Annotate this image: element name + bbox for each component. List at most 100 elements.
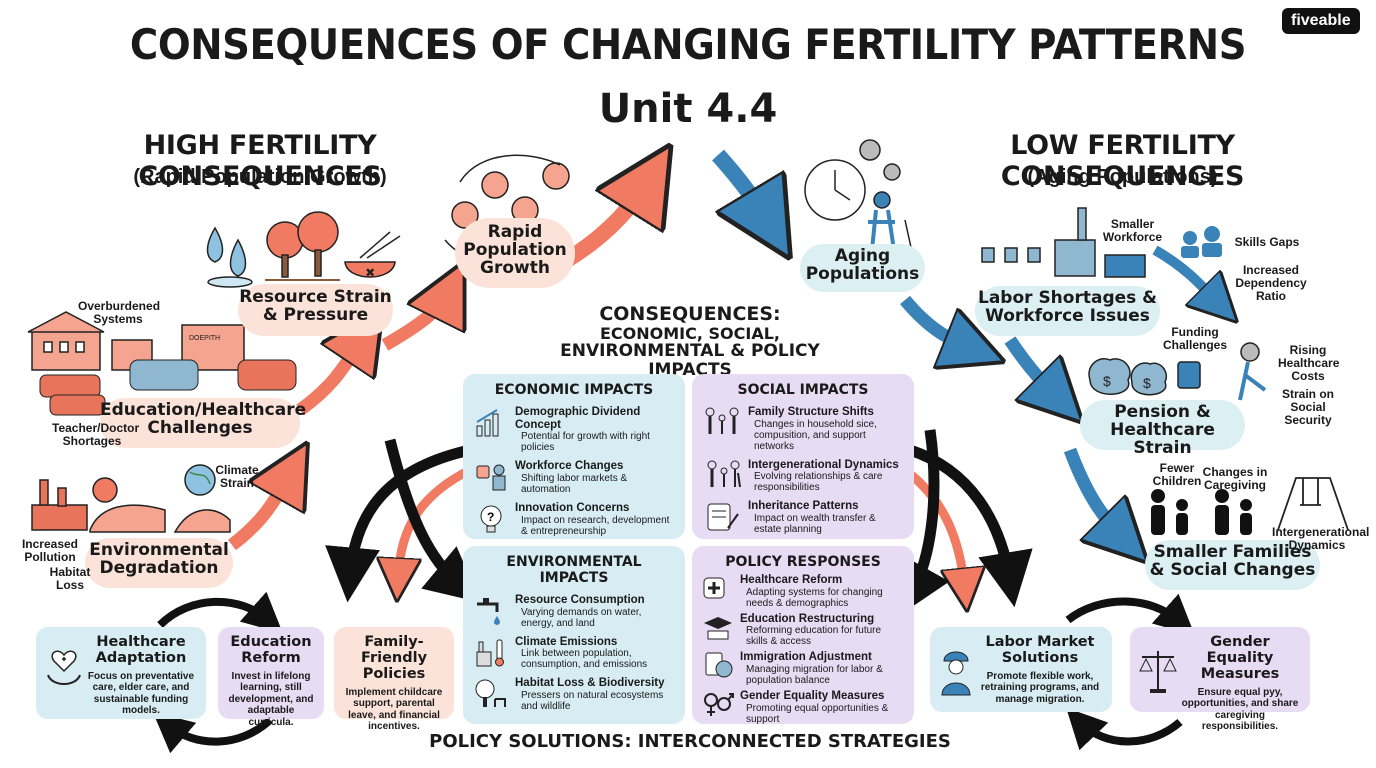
svg-text:?: ? (487, 510, 494, 524)
labor-card-title: Labor Market Solutions (985, 634, 1095, 666)
skills-gaps-label: Skills Gaps (1234, 235, 1300, 249)
center-heading-line2: ECONOMIC, SOCIAL, (599, 323, 780, 343)
environmental-item-desc: Pressers on natural ecosystems and wildl… (521, 689, 664, 712)
family-figures-icon (1151, 489, 1252, 535)
arrow-center-right3 (898, 429, 950, 616)
funding-challenges-label: Funding Challenges (1162, 325, 1228, 353)
family-card-body: Implement childcare support, parental le… (345, 686, 443, 733)
arrow-center-left1 (325, 444, 472, 603)
arrow-center-right2 (902, 466, 965, 590)
fewer-children-label: Fewer Children (1152, 461, 1202, 489)
swing-set-icon (1277, 477, 1349, 531)
education-card-body: Invest in lifelong learning, still devel… (228, 670, 314, 728)
money-bags-icon: $$ (1088, 358, 1167, 396)
social-item-desc: Changes in household sice, compusition, … (754, 418, 877, 452)
pension-healthcare-node: Pension & Healthcare Strain (1080, 400, 1245, 457)
environmental-impacts-panel: ENVIRONMENTAL IMPACTS Resource Consumpti… (463, 546, 685, 724)
social-item-title: Intergenerational Dynamics (748, 458, 899, 471)
smaller-families-node: Smaller Families & Social Changes (1145, 540, 1320, 590)
environmental-item-desc: Link between population, consumption, an… (521, 648, 648, 671)
policy-item-desc: Reforming education for future skills & … (746, 625, 882, 648)
policy-item-desc: Managing migration for labor & populatio… (746, 663, 883, 686)
clock-elder-icon (804, 139, 913, 253)
social-security-label: Strain on Social Security (1281, 387, 1334, 428)
gender-card-body: Ensure equal pyy, opportunities, and sha… (1181, 686, 1299, 733)
worker-helmet-icon (941, 651, 971, 696)
center-heading-line1: CONSEQUENCES: (599, 303, 781, 325)
cycle-left-bottom (152, 712, 273, 754)
cycle-right-bottom (1066, 707, 1183, 751)
social-item-desc: Evolving relationships & care responsibi… (754, 471, 883, 494)
environmental-item-title: Climate Emissions (515, 635, 618, 648)
low-fertility-heading: LOW FERTILITY CONSEQUENCES (1000, 130, 1245, 192)
environmental-panel-title: ENVIRONMENTAL IMPACTS (506, 554, 642, 586)
smaller-workforce-label: Smaller Workforce (1102, 217, 1163, 245)
svg-text:$: $ (1143, 375, 1151, 391)
arrow-aging-labor (900, 295, 975, 350)
trees-icon (265, 211, 340, 281)
policy-item-desc: Adapting systems for changing needs & de… (746, 586, 883, 609)
will-scroll-icon (707, 503, 739, 531)
arrow-title-aging (712, 149, 770, 225)
rapid-growth-node: Rapid Population Growth (455, 218, 575, 288)
people-group-icon (1181, 226, 1222, 258)
policy-panel-title: POLICY RESPONSES (725, 554, 881, 570)
intergenerational-label: Intergenerational Dynamics (1272, 525, 1370, 553)
resource-strain-node: Resource Strain & Pressure (238, 284, 393, 336)
arrow-degradation-education (228, 470, 292, 551)
environmental-item-title: Resource Consumption (515, 594, 645, 606)
water-tap-icon (477, 598, 500, 625)
aging-populations-node: Aging Populations (800, 244, 925, 292)
arrow-education-resource (296, 335, 365, 416)
dependency-ratio-label: Increased Dependency Ratio (1235, 263, 1307, 304)
environmental-item-title: Habitat Loss & Biodiversity (515, 677, 665, 690)
economic-item-title: Workforce Changes (515, 460, 624, 473)
arrow-pension-families (1063, 447, 1125, 540)
passport-globe-icon (705, 652, 733, 678)
policy-item-title: Gender Equality Measures (740, 689, 885, 702)
brand-logo: fiveable (1282, 8, 1360, 34)
center-heading: CONSEQUENCES: ECONOMIC, SOCIAL, ENVIRONM… (520, 304, 860, 380)
education-card-title: Education Reform (230, 634, 312, 666)
labor-card-body: Promote flexible work, retraining progra… (980, 670, 1100, 705)
family-icon (705, 407, 739, 434)
social-item-title: Inheritance Patterns (748, 500, 859, 513)
economic-item-desc: Potential for growth with right policies (521, 431, 650, 454)
gender-card-title: Gender Equality Measures (1200, 634, 1280, 682)
page-subtitle: Unit 4.4 (598, 86, 778, 132)
economic-item-desc: Impact on research, development & entrep… (521, 514, 670, 537)
high-fertility-heading: HIGH FERTILITY CONSEQUENCES (138, 130, 382, 192)
climate-strain-label: Climate Strain (215, 463, 259, 491)
healthcare-card-body: Focus on preventative care, elder care, … (87, 670, 195, 717)
education-reform-card: Education Reform Invest in lifelong lear… (218, 627, 324, 728)
lightbulb-icon: ? (480, 505, 502, 533)
generations-icon (707, 460, 741, 487)
graduation-cap-icon (704, 616, 732, 640)
balance-scale-icon (1139, 651, 1177, 693)
arrow-labor-pension (1004, 336, 1060, 400)
cycle-left-top (157, 591, 283, 634)
habitat-loss-label: Habitat Loss (49, 565, 91, 593)
thermometer-factory-icon (476, 639, 504, 667)
gender-symbols-icon (704, 692, 734, 716)
tree-deer-icon (475, 679, 506, 708)
policy-item-title: Healthcare Reform (740, 574, 843, 586)
economic-item-title: Innovation Concerns (515, 501, 630, 514)
medical-cross-icon (703, 577, 725, 599)
economic-item-desc: Shifting labor markets & automation (521, 472, 628, 495)
economic-item-title: Demographic Dividend Concept (515, 406, 641, 431)
arrow-resource-growth (381, 290, 450, 351)
arrow-workforce-ratio (1152, 245, 1220, 305)
page-title: CONSEQUENCES OF CHANGING FERTILITY PATTE… (129, 20, 1247, 69)
empty-chairs-factory-icon (981, 207, 1146, 278)
high-fertility-subheading: (Rapid Population Growth) (133, 166, 387, 188)
pollution-label: Increased Pollution (21, 537, 79, 565)
